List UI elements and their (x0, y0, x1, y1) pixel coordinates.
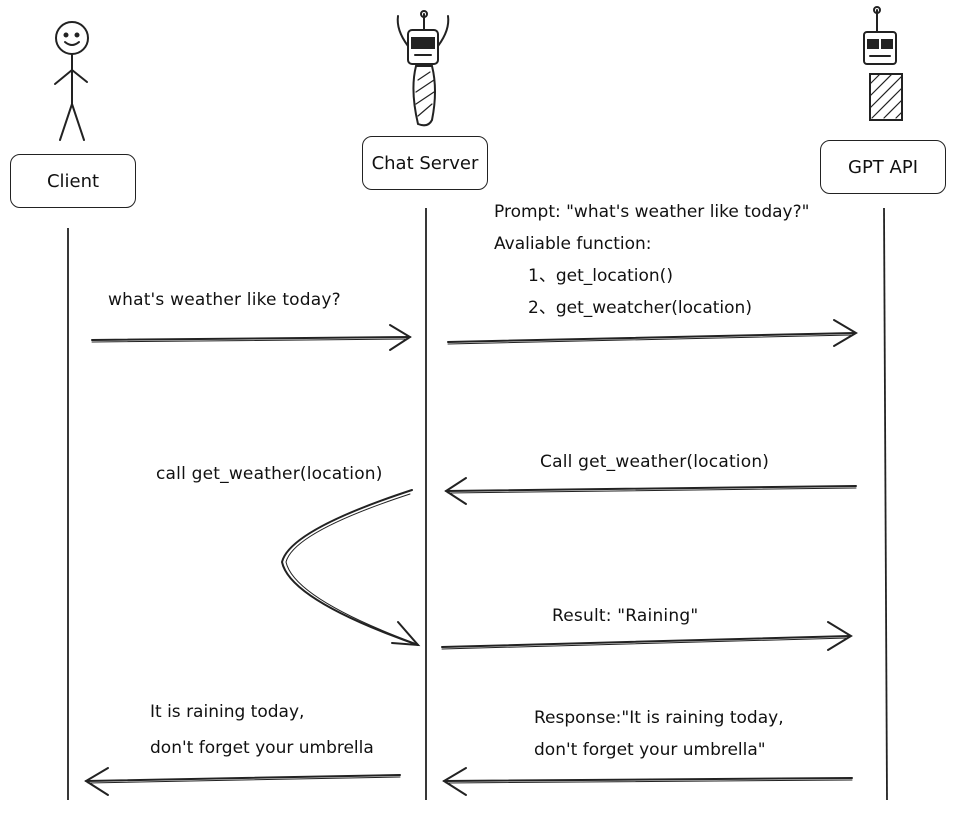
arrow-server-to-gpt-prompt (447, 319, 858, 347)
message-answer-line-1: It is raining today, (150, 702, 305, 722)
message-gpt-call: Call get_weather(location) (540, 452, 770, 472)
chat-server-lifeline (425, 207, 428, 801)
arrow-client-to-server (91, 324, 412, 351)
message-response-block: Response:"It is raining today, don't for… (534, 702, 784, 766)
actor-client-box: Client (10, 154, 136, 208)
message-prompt-block: Prompt: "what's weather like today?" Ava… (494, 196, 809, 324)
message-result: Result: "Raining" (552, 606, 699, 626)
chat-server-robot-icon (396, 10, 450, 127)
message-client-answer-block: It is raining today, don't forget your u… (150, 696, 374, 764)
gpt-api-lifeline (883, 207, 888, 801)
message-functions-heading: Avaliable function: (494, 234, 652, 254)
actor-gpt-api-box: GPT API (820, 140, 946, 194)
arrow-gpt-to-server-response (442, 767, 853, 796)
message-client-question: what's weather like today? (108, 290, 341, 310)
message-answer-line-2: don't forget your umbrella (150, 738, 374, 758)
actor-gpt-api-label: GPT API (848, 156, 918, 178)
message-response-line-2: don't forget your umbrella" (534, 740, 766, 760)
client-lifeline (67, 227, 70, 801)
actor-client-label: Client (46, 170, 100, 192)
message-prompt-line: Prompt: "what's weather like today?" (494, 202, 810, 222)
arrow-server-to-client (84, 767, 401, 796)
message-response-line-1: Response:"It is raining today, (534, 708, 784, 728)
client-stick-figure-icon (54, 21, 89, 141)
message-function-2: 2、get_weatcher(location) (528, 298, 752, 318)
actor-chat-server-box: Chat Server (362, 136, 488, 190)
arrow-server-self-call (280, 489, 421, 647)
arrow-gpt-to-server-call (444, 477, 857, 505)
message-server-call: call get_weather(location) (156, 464, 383, 484)
actor-chat-server-label: Chat Server (371, 152, 479, 174)
gpt-api-robot-icon (863, 6, 903, 121)
arrow-server-to-gpt-result (441, 621, 853, 651)
message-function-1: 1、get_location() (528, 266, 673, 286)
